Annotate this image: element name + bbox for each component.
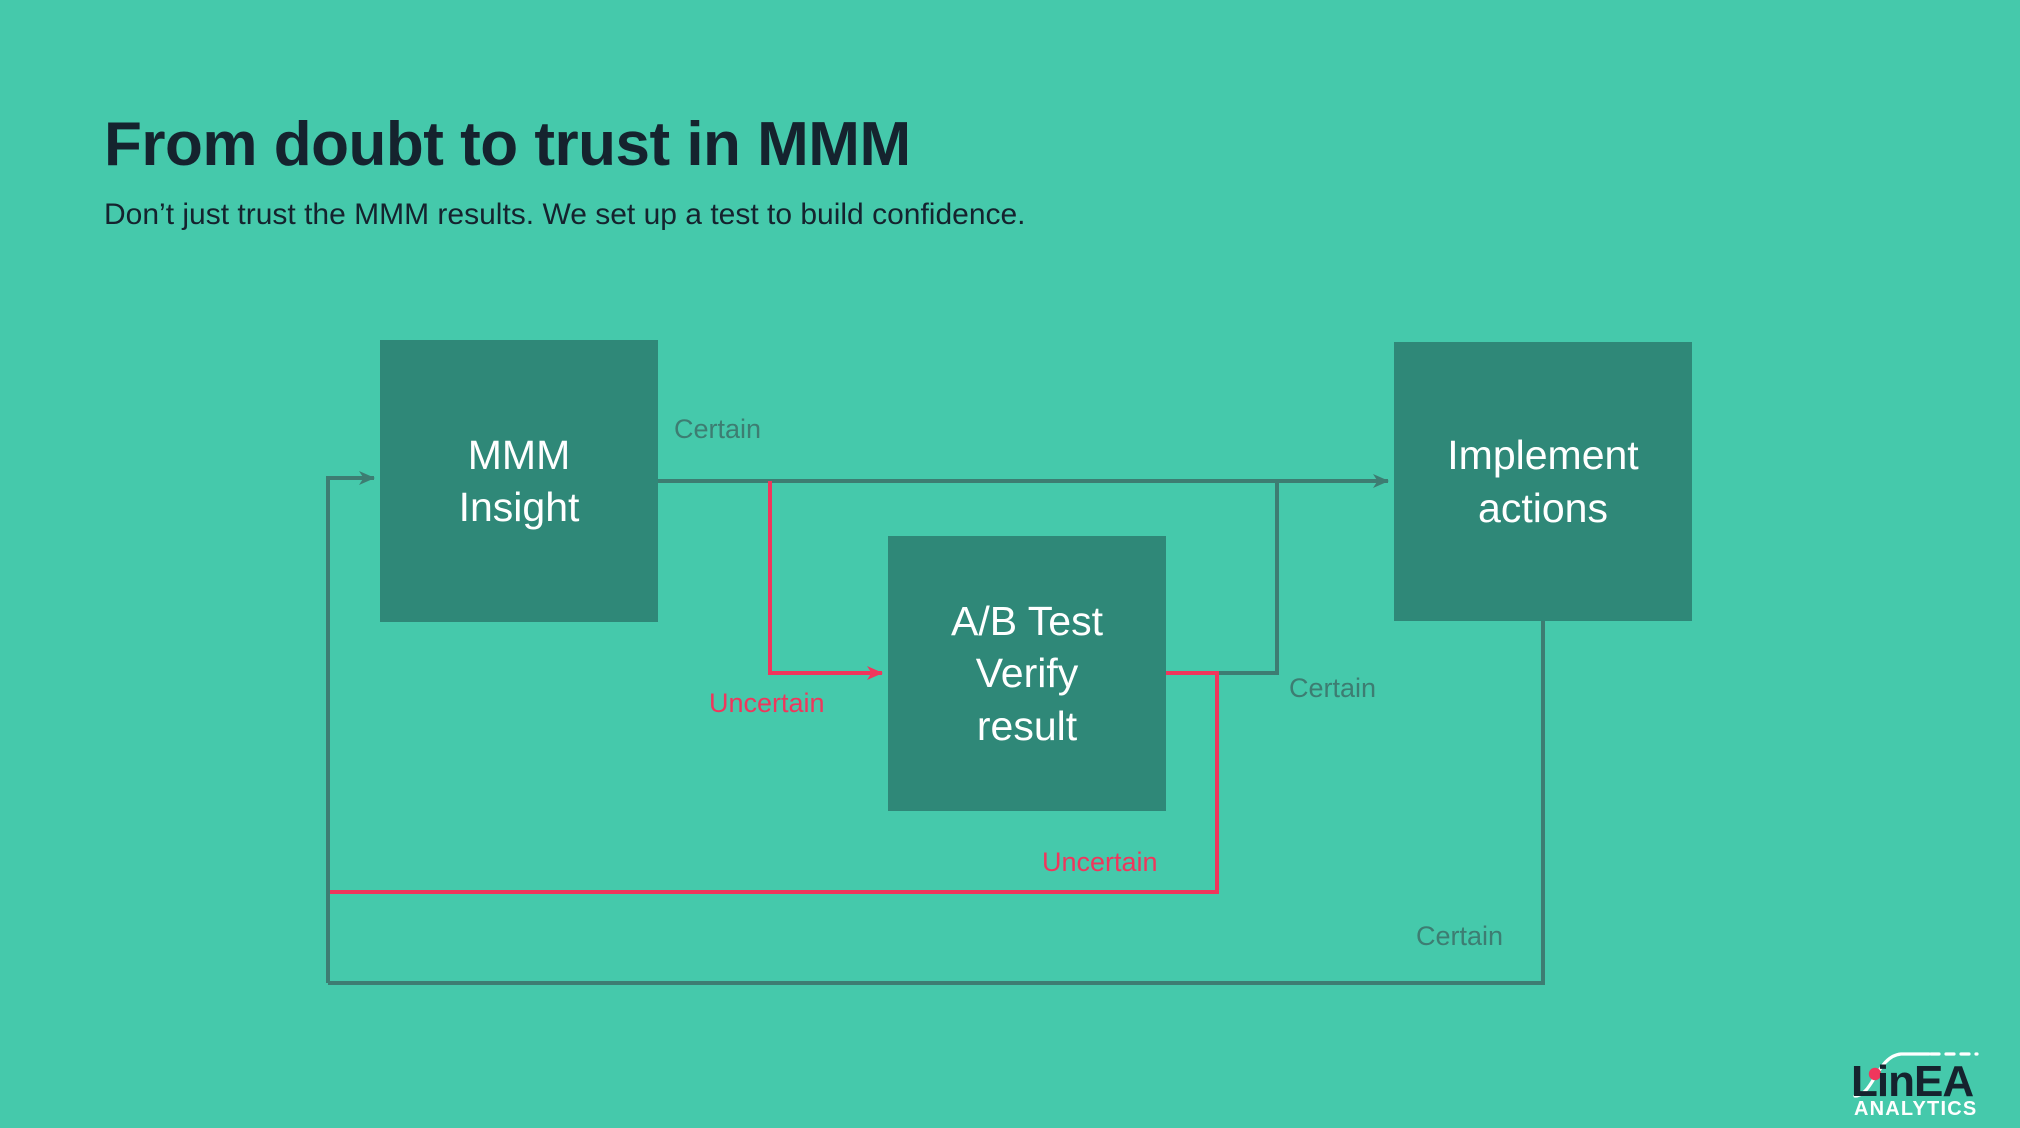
logo-subtext: ANALYTICS [1854, 1098, 1977, 1118]
node-mmm-insight-line2: Insight [458, 484, 580, 530]
node-mmm-insight[interactable]: MMM Insight [380, 340, 658, 622]
page-title: From doubt to trust in MMM [104, 110, 911, 179]
node-ab-test-line2: Verify [975, 650, 1079, 697]
edge-mmm-to-abtest-uncertain [768, 481, 883, 680]
edge-label-certain-abtest-implement: Certain [1289, 673, 1377, 703]
edge-label-certain-mmm-implement: Certain [674, 414, 762, 444]
logo-wordmark: LinEA [1851, 1057, 1973, 1106]
node-mmm-insight-label: MMM Insight [459, 429, 580, 534]
node-mmm-insight-line1: MMM [467, 431, 571, 478]
node-ab-test[interactable]: A/B Test Verify result [888, 536, 1166, 811]
node-implement-actions-label: Implement actions [1447, 429, 1638, 534]
node-ab-test-label: A/B Test Verify result [951, 595, 1103, 752]
node-ab-test-line1: A/B Test [951, 597, 1103, 644]
edge-label-uncertain-mmm-abtest: Uncertain [709, 688, 825, 718]
edge-label-uncertain-abtest-mmm: Uncertain [1042, 847, 1158, 877]
edge-abtest-to-mmm-uncertain [328, 671, 1219, 894]
logo-dot-icon [1868, 1067, 1882, 1081]
node-implement-actions-line2: actions [1478, 484, 1608, 531]
node-ab-test-line3: result [976, 702, 1078, 749]
edge-return-riser-into-mmm [326, 471, 375, 983]
slide-header: From doubt to trust in MMM Don’t just tr… [104, 112, 1704, 233]
edge-abtest-to-implement-certain [1166, 481, 1279, 675]
edge-label-certain-implement-mmm: Certain [1416, 921, 1504, 951]
node-implement-actions-line1: Implement [1447, 432, 1639, 479]
page-subtitle: Don’t just trust the MMM results. We set… [104, 198, 1026, 232]
edge-implement-to-mmm-certain [328, 621, 1545, 985]
node-implement-actions[interactable]: Implement actions [1394, 342, 1692, 621]
linea-analytics-logo: LinEA ANALYTICS [1843, 1036, 1995, 1118]
